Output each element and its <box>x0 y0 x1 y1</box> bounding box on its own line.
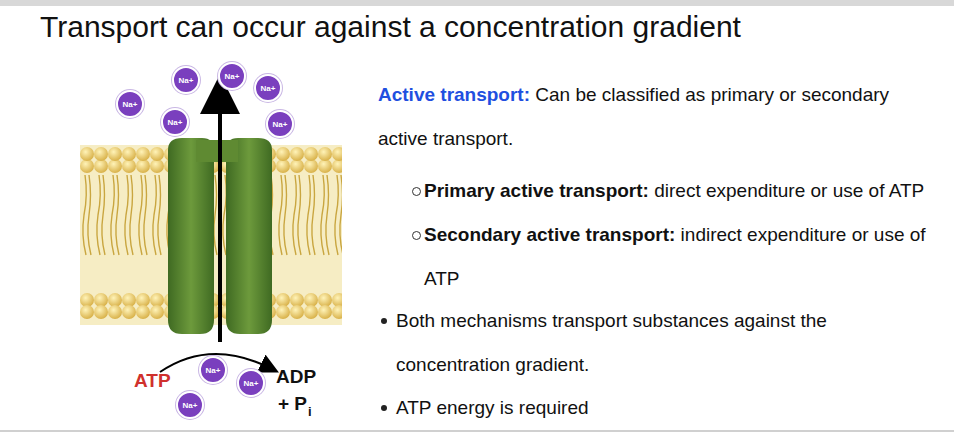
phosphate-subscript: i <box>308 404 312 419</box>
bullet-item: Both mechanisms transport substances aga… <box>396 299 896 387</box>
slide-title: Transport can occur against a concentrat… <box>40 10 741 44</box>
bullet <box>381 405 387 411</box>
body-text: ATP energy is required <box>396 397 589 418</box>
ion-circle: Na+ <box>199 356 227 384</box>
ion-label: Na+ <box>261 84 276 93</box>
ion-circle: Na+ <box>237 369 265 397</box>
ion-label: Na+ <box>206 366 221 375</box>
sub-bullet <box>412 187 421 196</box>
adp-label: ADP <box>276 366 316 388</box>
bullet <box>381 318 387 324</box>
body-text: direct expenditure or use of ATP <box>654 180 924 201</box>
ion-circle: Na+ <box>161 108 189 136</box>
ion-label: Na+ <box>244 379 259 388</box>
ion-label: Na+ <box>183 401 198 410</box>
ion-label: Na+ <box>273 120 288 129</box>
ion-label: Na+ <box>179 76 194 85</box>
ion-label: Na+ <box>123 100 138 109</box>
ion-label: Na+ <box>168 118 183 127</box>
ion-circle: Na+ <box>172 66 200 94</box>
sub-item: Secondary active transport: indirect exp… <box>424 213 944 301</box>
term-heading: Active transport: <box>378 84 530 105</box>
ion-label: Na+ <box>225 72 240 81</box>
ion-circle: Na+ <box>116 90 144 118</box>
ion-circle: Na+ <box>176 391 204 419</box>
intro-text: Active transport: Can be classified as p… <box>378 73 928 161</box>
sub-item: Primary active transport: direct expendi… <box>424 169 944 213</box>
term: Primary active transport: <box>424 180 649 201</box>
body-text: Both mechanisms transport substances aga… <box>396 310 827 375</box>
sub-bullet <box>412 231 421 240</box>
bullet-item: ATP energy is required <box>396 386 896 430</box>
ion-circle: Na+ <box>218 62 246 90</box>
ion-circle: Na+ <box>266 110 294 138</box>
phosphate-label: + P <box>278 393 307 415</box>
term: Secondary active transport: <box>424 224 675 245</box>
atp-label: ATP <box>134 370 171 392</box>
ion-circle: Na+ <box>254 74 282 102</box>
